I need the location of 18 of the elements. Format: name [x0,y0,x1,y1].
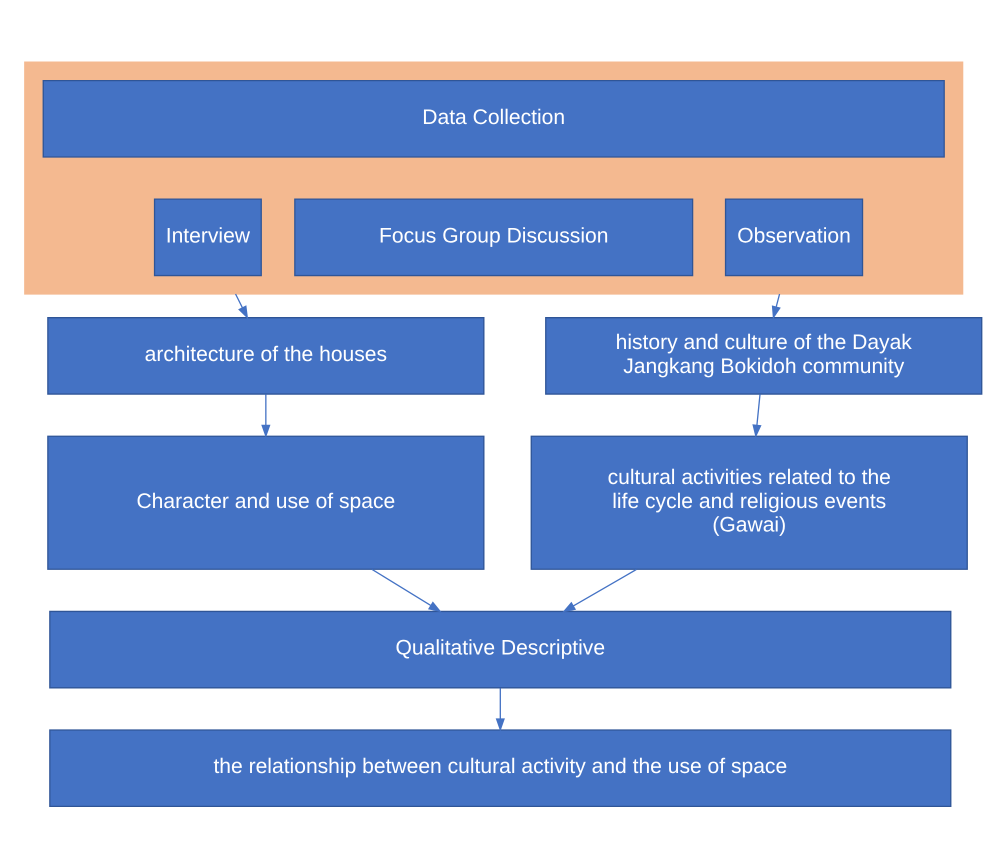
node-box: architecture of the houses [46,316,484,394]
arrow [234,293,248,319]
node-box: history and culture of the Dayak Jangkang Bokidoh community [544,316,982,394]
arrow [260,394,270,438]
node-box: Qualitative Descriptive [48,610,951,688]
arrow [752,394,762,438]
arrow [371,568,442,612]
node-box: cultural activities related to the life cycle and religious events (Gawai) [530,435,968,570]
cluster [24,61,963,294]
node-box: Data Collection [42,79,944,158]
arrow [495,688,504,732]
node-box: Observation [724,198,863,276]
node-box: Focus Group Discussion [294,198,693,276]
node-box: Interview [153,198,262,276]
node-box: the relationship between cultural activity and the use of space [48,728,951,807]
node-box: Character and use of space [46,435,484,570]
arrow [562,568,636,612]
arrow [771,293,780,319]
